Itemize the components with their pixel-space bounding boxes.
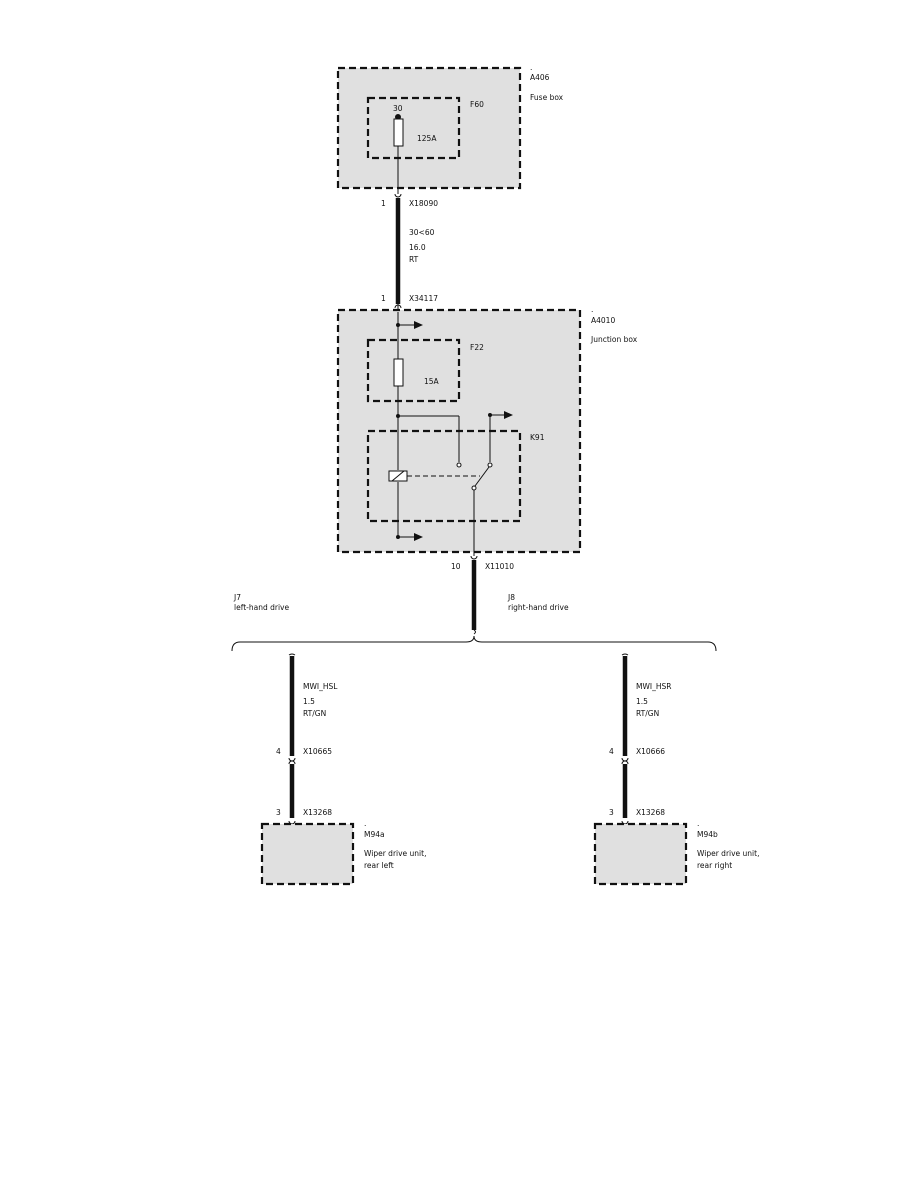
output-arrow-relay	[504, 411, 513, 419]
fuse-f22-id: F22	[470, 343, 484, 352]
wire-main-connector-top: X18090	[409, 199, 438, 208]
wiper-left: MWI_HSL 1.5 RT/GN 4 X10665 3 X13268 . M9…	[260, 653, 426, 886]
wiper-left-pin1: 4	[276, 747, 281, 756]
fuse-f60-terminal: 30	[393, 104, 403, 113]
branch-right-label: right-hand drive	[508, 603, 569, 612]
wire-main-pin-bottom: 1	[381, 294, 386, 303]
wiper-right-cross-section: 1.5	[636, 697, 648, 706]
wiper-left-signal: MWI_HSL	[303, 682, 338, 691]
wiper-right-signal: MWI_HSR	[636, 682, 671, 691]
fuse-f60-symbol	[393, 118, 404, 147]
fuse-f60-frame	[366, 96, 461, 160]
wiper-left-id: M94a	[364, 830, 385, 839]
output-arrow-bottom	[414, 533, 423, 541]
wiper-right-pin2: 3	[609, 808, 614, 817]
fuse-f22-frame	[366, 338, 461, 403]
junction-box-a4010: . A4010 Junction box F22 15A K91	[336, 305, 638, 556]
wiper-left-connector2: X13268	[303, 808, 332, 817]
fuse-box-marker: .	[530, 63, 532, 72]
wire-main-pin-top: 1	[381, 199, 386, 208]
relay-contact-no	[456, 462, 462, 468]
relay-contact-nc	[487, 462, 493, 468]
wire-out: 10 X11010	[451, 555, 514, 635]
wiper-right-color: RT/GN	[636, 709, 659, 718]
junction-box-id: A4010	[591, 316, 615, 325]
junction-box-marker: .	[591, 305, 593, 314]
branch-brace: J7 left-hand drive J8 right-hand drive	[231, 593, 717, 652]
wiper-right-box	[593, 822, 688, 886]
fuse-f60-id: F60	[470, 100, 484, 109]
wire-out-pin: 10	[451, 562, 461, 571]
fuse-f60-rating: 125A	[417, 134, 437, 143]
wiper-right-pin1: 4	[609, 747, 614, 756]
wiper-right: MWI_HSR 1.5 RT/GN 4 X10666 3 X13268 . M9…	[593, 653, 759, 886]
wiper-right-id: M94b	[697, 830, 718, 839]
wiper-left-marker: .	[364, 819, 366, 828]
branch-left-label: left-hand drive	[234, 603, 289, 612]
fuse-f22-symbol	[393, 358, 404, 387]
wire-out-connector: X11010	[485, 562, 514, 571]
wire-main: 1 X18090 30<60 16.0 RT 1 X34117	[381, 193, 438, 312]
branch-right-id: J8	[507, 593, 515, 602]
fuse-box-id: A406	[530, 73, 550, 82]
wiper-left-color: RT/GN	[303, 709, 326, 718]
fuse-f22-rating: 15A	[424, 377, 440, 386]
wiper-right-name-line2: rear right	[697, 861, 732, 870]
wiper-right-connector1: X10666	[636, 747, 665, 756]
wiper-left-pin2: 3	[276, 808, 281, 817]
wiper-left-name-line1: Wiper drive unit,	[364, 849, 426, 858]
fuse-box-name: Fuse box	[530, 93, 564, 102]
wiper-left-name-line2: rear left	[364, 861, 394, 870]
wiper-left-cross-section: 1.5	[303, 697, 315, 706]
wire-main-color: RT	[409, 255, 419, 264]
fuse-box-a406: . A406 Fuse box F60 30 125A	[336, 63, 564, 194]
relay-contact-common	[471, 485, 477, 491]
wiper-left-connector1: X10665	[303, 747, 332, 756]
junction-box-name: Junction box	[590, 335, 638, 344]
output-arrow-top	[414, 321, 423, 329]
branch-left-id: J7	[233, 593, 241, 602]
wire-main-connector-bottom: X34117	[409, 294, 438, 303]
wiper-right-connector2: X13268	[636, 808, 665, 817]
wire-main-signal: 30<60	[409, 228, 435, 237]
wiper-left-box	[260, 822, 355, 886]
wiper-right-marker: .	[697, 819, 699, 828]
wire-main-cross-section: 16.0	[409, 243, 426, 252]
relay-k91-id: K91	[530, 433, 545, 442]
wiper-right-name-line1: Wiper drive unit,	[697, 849, 759, 858]
